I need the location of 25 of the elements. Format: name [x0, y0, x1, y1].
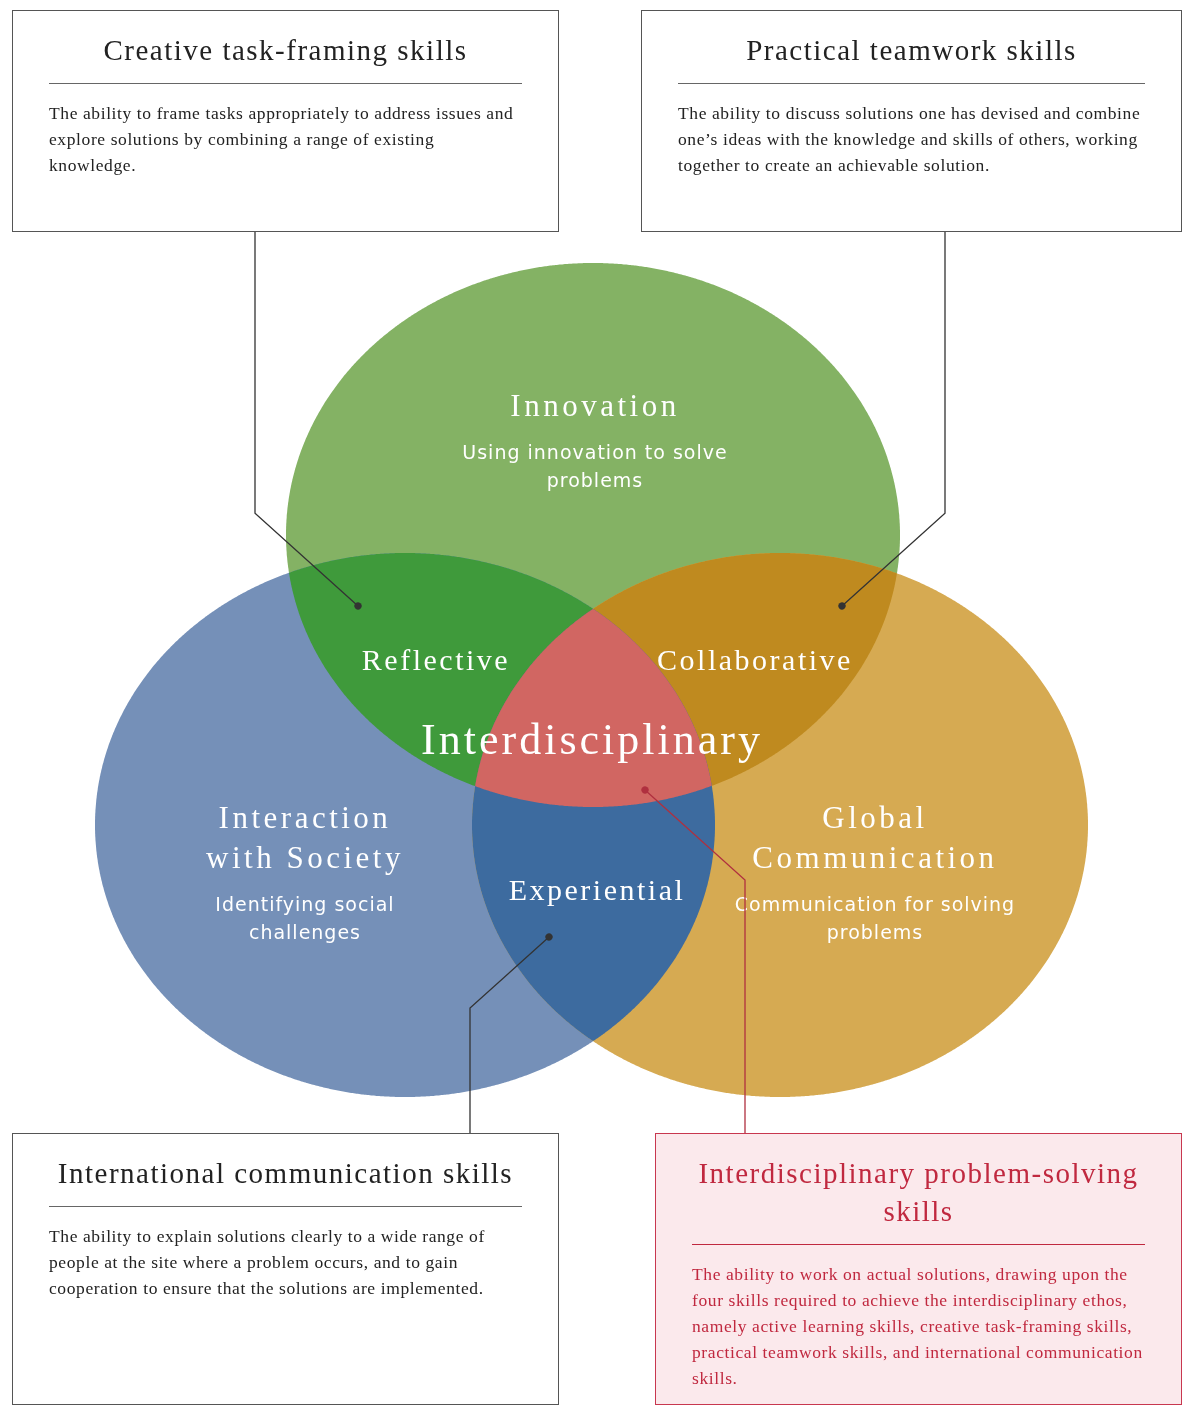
- box-heading: Creative task-framing skills: [49, 31, 522, 84]
- box-description: The ability to work on actual solutions, drawing upon the four skills required to achieve the interdisciplinary ethos, namely active learning skills, creative task-framing skills, practical teamwork skills, and international communication skills.: [692, 1263, 1144, 1390]
- region-label: Experiential: [507, 872, 687, 908]
- box-heading: Practical teamwork skills: [678, 31, 1145, 84]
- callout-box: [12, 10, 559, 232]
- box-heading: Interdisciplinary problem-solving skills: [692, 1154, 1145, 1245]
- leader-line: [838, 231, 946, 610]
- circle-description: Using innovation to solve problems: [461, 440, 729, 493]
- circle-heading: Interaction with Society: [205, 799, 405, 877]
- leader-line: [641, 786, 746, 1134]
- leader-line: [254, 231, 362, 610]
- callout-box: [655, 1133, 1182, 1405]
- box-description: The ability to frame tasks appropriately to address issues and explore solutions by combining a range of existing knowledge.: [49, 102, 515, 177]
- region-label: Collaborative: [656, 642, 854, 678]
- circle-heading: Global Communication: [751, 799, 999, 877]
- callout-box: [641, 10, 1182, 232]
- circle-description: Identifying social challenges: [214, 892, 396, 945]
- callout-box: [12, 1133, 559, 1405]
- box-description: The ability to explain solutions clearly to a wide range of people at the site where a problem occurs, and to gain cooperation to ensure that the solutions are implemented.: [49, 1225, 486, 1300]
- leader-line: [469, 933, 553, 1134]
- box-description: The ability to discuss solutions one has devised and combine one’s ideas with the knowledge and skills of others, working together to create an achievable solution.: [678, 102, 1142, 177]
- region-label: Reflective: [360, 642, 512, 678]
- circle-description: Communication for solving problems: [733, 892, 1017, 945]
- box-heading: International communication skills: [49, 1154, 522, 1207]
- circle-heading: Innovation: [509, 387, 681, 425]
